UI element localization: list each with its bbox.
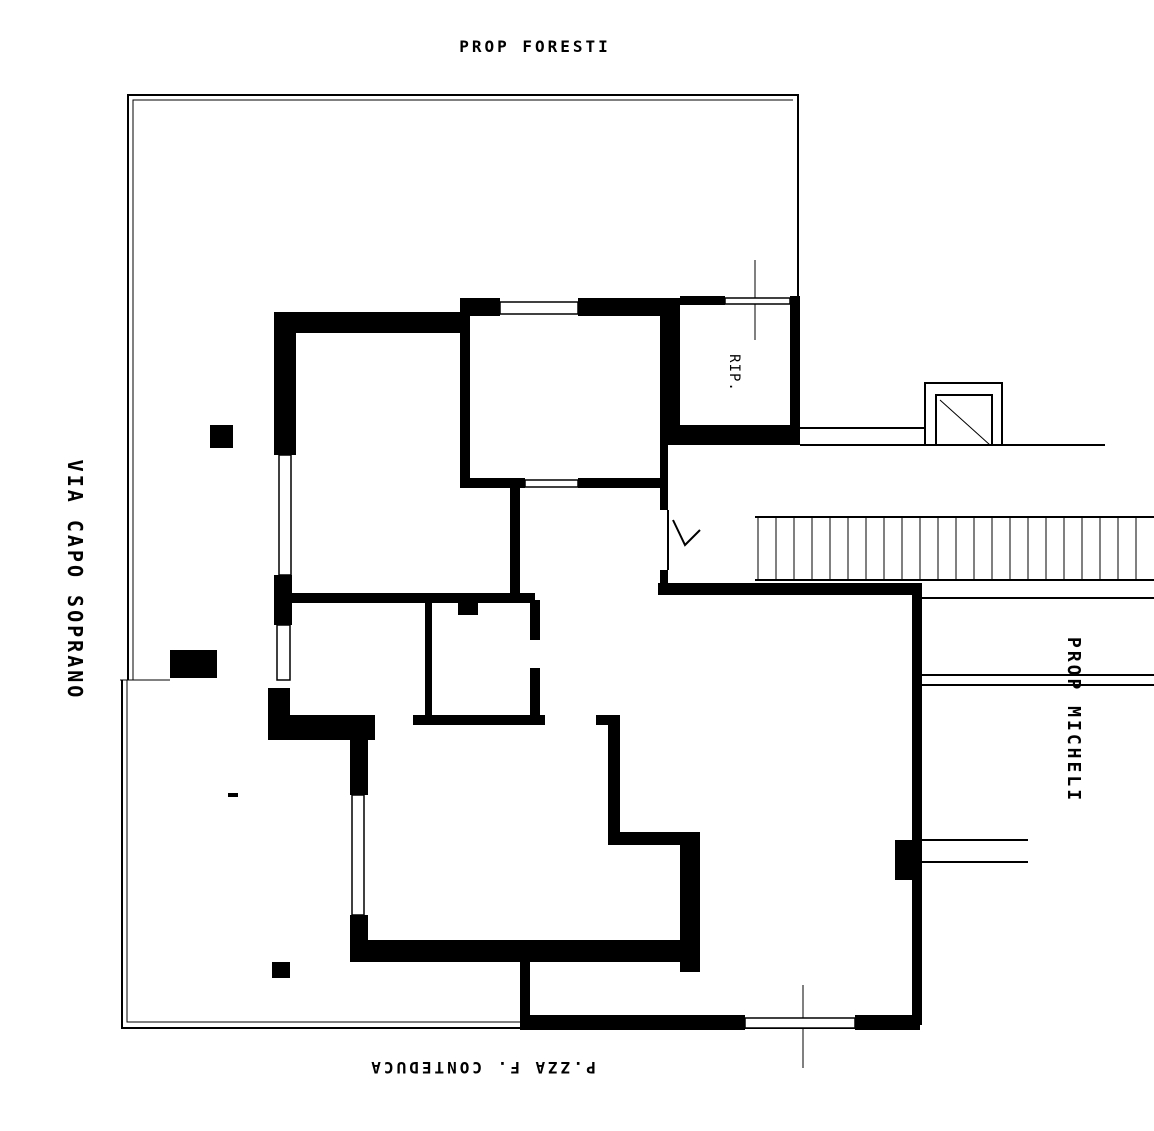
walls — [268, 296, 922, 1030]
label-pzza-conteduca: P.ZZA F. CONTEDUCA — [368, 1058, 595, 1077]
label-rip: RIP. — [726, 354, 742, 392]
label-prop-micheli: PROP MICHELI — [1063, 637, 1084, 803]
stairs — [755, 382, 1154, 581]
label-prop-foresti: PROP FORESTI — [459, 37, 611, 56]
label-via-capo-soprano: VIA CAPO SOPRANO — [63, 460, 87, 701]
columns — [170, 425, 290, 978]
property-boundary — [120, 94, 920, 1068]
neighbour-lines — [922, 597, 1154, 863]
